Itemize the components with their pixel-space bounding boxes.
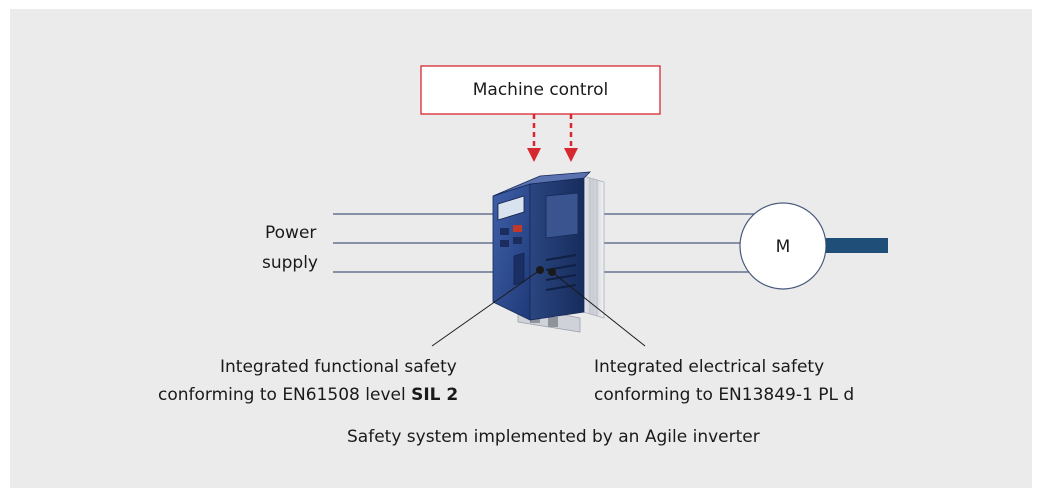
motor-label: M [775,237,791,257]
power-supply-label-line1: Power [265,223,317,243]
machine-control-label: Machine control [472,80,609,100]
agile-inverter [492,171,605,333]
motor-shaft [826,238,888,253]
motor-lines [602,213,754,273]
power-supply-lines [333,213,496,273]
functional-safety-line1: Integrated functional safety [220,357,457,377]
electrical-safety-line2: conforming to EN13849-1 PL d [594,385,855,405]
electrical-safety-pointer [548,268,646,347]
functional-safety-line2: conforming to EN61508 level SIL 2 [158,384,458,406]
functional-safety-level: SIL 2 [411,385,459,405]
diagram-caption: Safety system implemented by an Agile in… [347,427,760,447]
electrical-safety-line1: Integrated electrical safety [594,357,825,377]
power-supply-label-line2: supply [262,253,318,273]
functional-safety-line2-text: conforming to EN61508 level [158,385,412,405]
control-arrow-right [564,114,578,162]
functional-safety-pointer [431,266,544,347]
machine-control-box [420,65,661,115]
control-arrow-left [527,114,541,162]
